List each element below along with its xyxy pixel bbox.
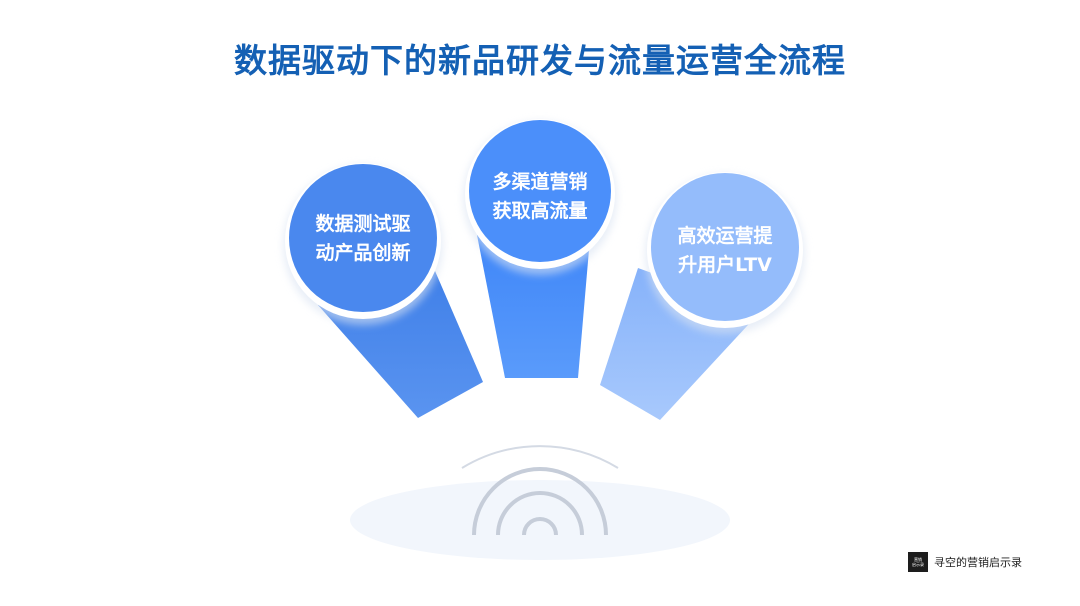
brand-logo: 营销 启示录: [908, 551, 928, 572]
signal-arc-medium: [496, 491, 584, 536]
page-title: 数据驱动下的新品研发与流量运营全流程: [234, 41, 846, 80]
stage-right-line2: 升用户LTV: [678, 254, 772, 276]
stage-left-line2: 动产品创新: [315, 242, 411, 264]
stage-middle-line1: 多渠道营销: [492, 171, 588, 193]
stage-label-left: 数据测试驱 动产品创新: [283, 210, 443, 268]
circle-left: [289, 164, 437, 312]
stage-left-line1: 数据测试驱: [315, 213, 411, 235]
circle-middle: [469, 120, 611, 262]
signal-arc-outer: [461, 445, 619, 469]
stage-label-right: 高效运营提 升用户LTV: [645, 222, 805, 280]
brand-text: 寻空的营销启示录: [934, 555, 1022, 569]
stage-middle-line2: 获取高流量: [492, 200, 588, 222]
brand-watermark: 营销 启示录 寻空的营销启示录: [908, 551, 1022, 572]
signal-arc-large: [472, 467, 608, 536]
stage-label-middle: 多渠道营销 获取高流量: [460, 168, 620, 226]
stage-right-line1: 高效运营提: [677, 225, 773, 247]
circle-right: [651, 173, 799, 321]
signal-arc-small: [522, 517, 558, 536]
